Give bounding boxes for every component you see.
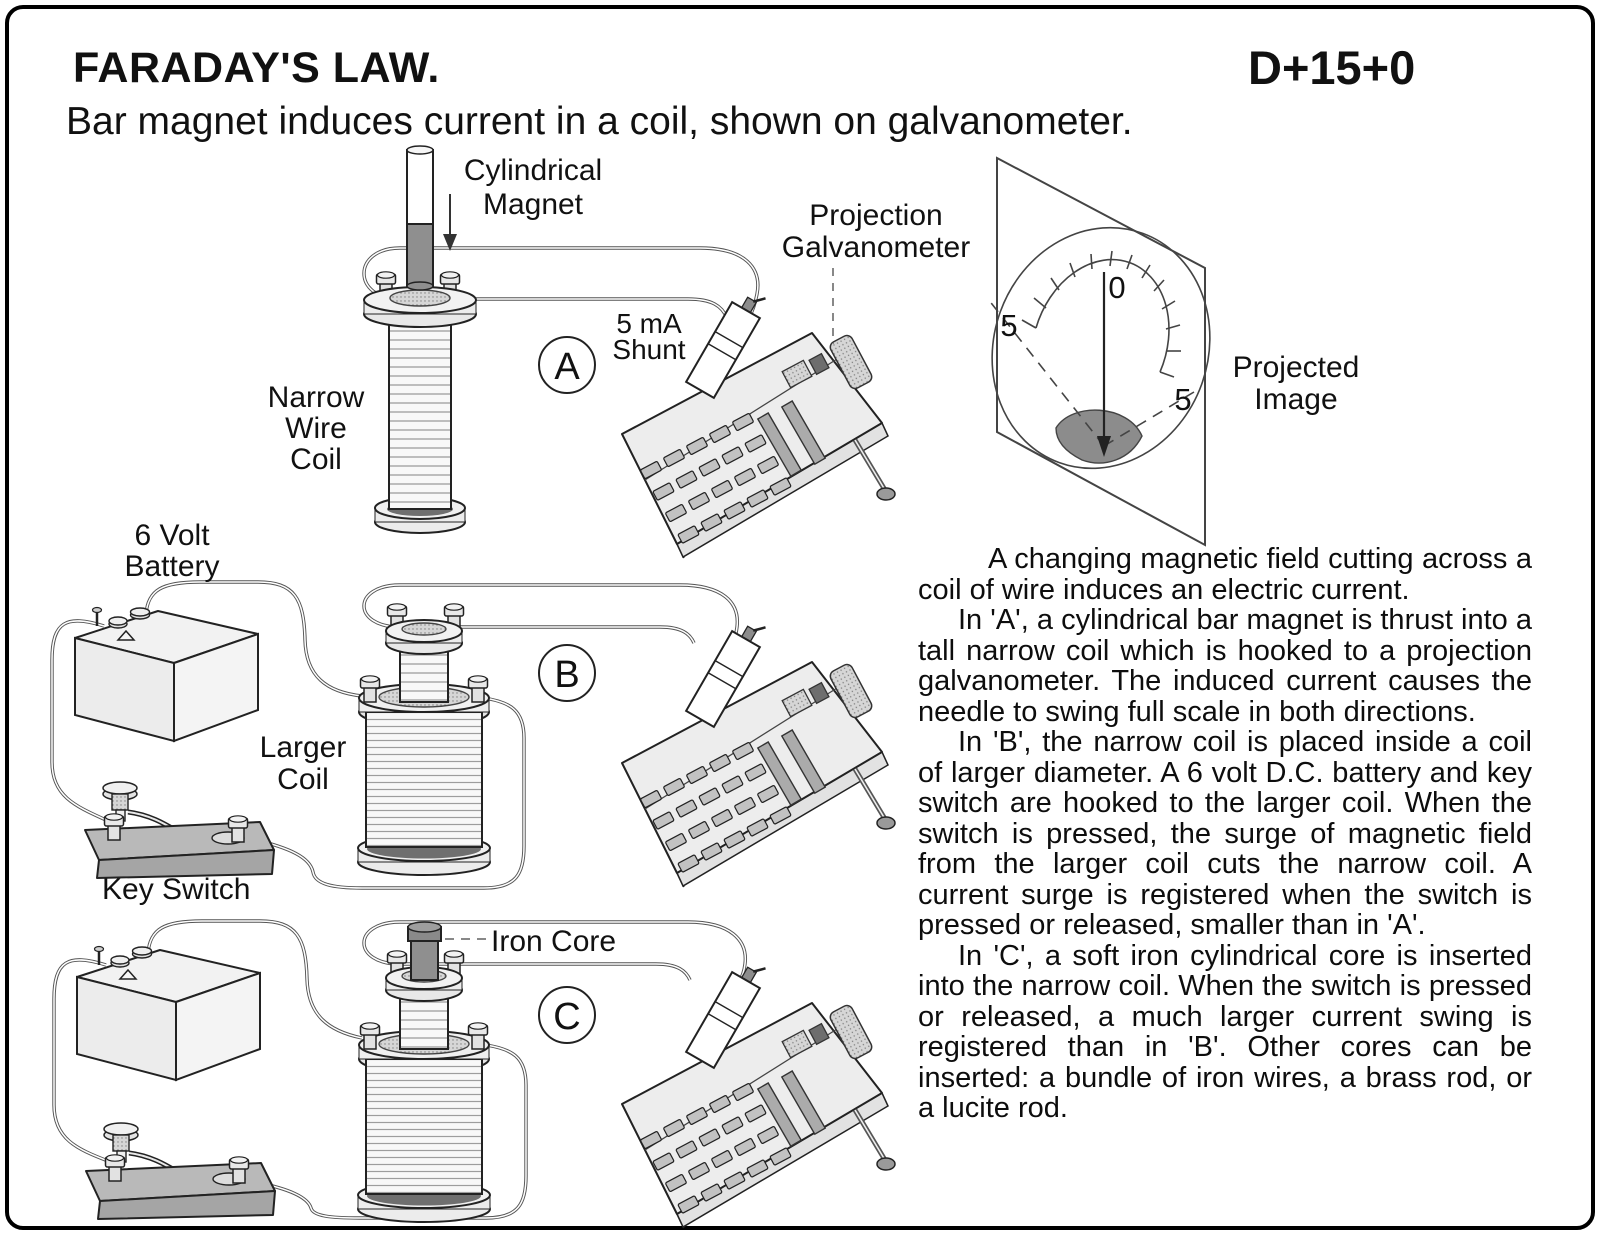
projected-image-screen	[987, 156, 1211, 547]
battery-c	[75, 945, 262, 1082]
label-cylindrical-magnet: Cylindrical Magnet	[463, 154, 603, 221]
label-battery: 6 Volt Battery	[124, 519, 220, 583]
meter-scale-left-five: 5	[1000, 308, 1018, 343]
label-projected-image: Projected Image	[1232, 351, 1360, 416]
key-switch-c	[86, 1123, 275, 1219]
paragraph-b: In 'B', the narrow coil is placed inside…	[918, 726, 1532, 941]
page-border	[5, 5, 1595, 1230]
label-key-switch: Key Switch	[102, 873, 251, 906]
battery-b	[73, 606, 260, 743]
page-title: FARADAY'S LAW.	[73, 44, 440, 92]
narrow-coil-a	[363, 271, 477, 534]
label-projection-galvanometer: Projection Galvanometer	[781, 199, 971, 264]
paragraph-a: In 'A', a cylindrical bar magnet is thru…	[918, 604, 1532, 728]
meter-scale-zero: 0	[1108, 270, 1126, 305]
label-shunt: 5 mA Shunt	[612, 308, 686, 365]
meter-ticks	[1021, 250, 1181, 378]
paragraph-intro: A changing magnetic field cutting across…	[918, 543, 1532, 606]
label-larger-coil: Larger Coil	[259, 731, 347, 796]
galvanometer-b	[622, 614, 895, 887]
label-iron-core: Iron Core	[491, 925, 617, 958]
section-marker-b: B	[554, 654, 580, 696]
magnet-arrow-icon	[443, 194, 457, 251]
marker-circle-b	[538, 644, 596, 702]
marker-circle-a	[538, 336, 596, 394]
needle-swing-left	[987, 298, 1105, 447]
section-c-wiring	[52, 919, 747, 1220]
section-marker-c: C	[553, 996, 581, 1038]
description-text: A changing magnetic field cutting across…	[918, 544, 1532, 1124]
coil-assembly-c	[358, 951, 490, 1222]
cylindrical-magnet	[406, 145, 434, 291]
marker-circle-c	[538, 986, 596, 1044]
section-marker-a: A	[554, 346, 580, 388]
doc-code: D+15+0	[1248, 41, 1416, 94]
label-narrow-wire-coil: Narrow Wire Coil	[267, 381, 365, 476]
galvanometer-c	[622, 955, 895, 1228]
coil-assembly-b	[358, 604, 490, 875]
meter-scale-right-five: 5	[1174, 382, 1192, 417]
page-subtitle: Bar magnet induces current in a coil, sh…	[66, 100, 1133, 143]
paragraph-c: In 'C', a soft iron cylindrical core is …	[918, 939, 1532, 1124]
key-switch-b	[85, 782, 274, 878]
iron-core	[407, 921, 442, 981]
